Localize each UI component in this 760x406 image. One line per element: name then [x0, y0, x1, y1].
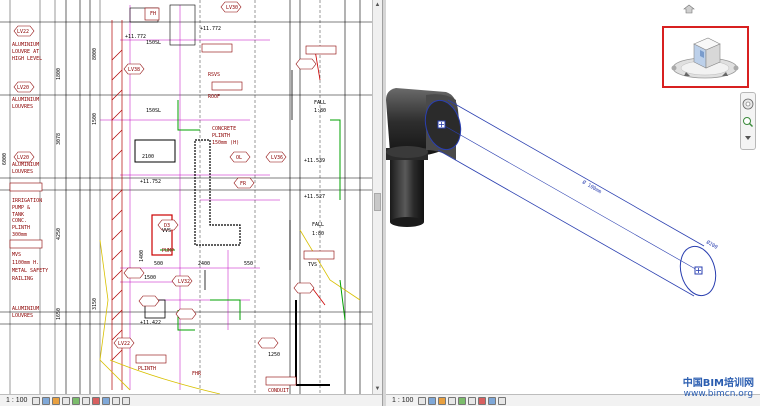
3d-view-control-bar: 1 : 100	[386, 394, 760, 406]
sun-path-icon[interactable]	[52, 396, 61, 405]
scroll-down-arrow[interactable]: ▼	[374, 386, 381, 392]
navigation-bar	[740, 92, 756, 150]
watermark: 中国BIM培训网 www.bimcn.org	[683, 378, 754, 400]
visual-style-icon[interactable]	[42, 396, 51, 405]
svg-text:1650: 1650	[56, 308, 62, 320]
scroll-up-arrow[interactable]: ▲	[374, 2, 381, 8]
steering-wheel-icon[interactable]	[742, 97, 754, 111]
svg-text:1400: 1400	[139, 250, 145, 262]
pipe-diameter-label: Ø200	[705, 239, 719, 251]
temporary-hide-icon[interactable]	[92, 396, 101, 405]
reveal-hidden-icon-3d[interactable]	[488, 396, 497, 405]
svg-text:6000: 6000	[2, 153, 8, 165]
show-crop-region-icon[interactable]	[82, 396, 91, 405]
highlight-displacement-icon[interactable]	[122, 396, 131, 405]
reveal-hidden-icon[interactable]	[102, 396, 111, 405]
3d-view-canvas[interactable]: Ø 100mm Ø200	[386, 0, 760, 394]
svg-text:3150: 3150	[92, 298, 98, 310]
svg-text:4250: 4250	[56, 228, 62, 240]
view-splitter[interactable]	[382, 0, 386, 406]
svg-text:1800: 1800	[56, 68, 62, 80]
sun-path-icon-3d[interactable]	[438, 396, 447, 405]
nav-dropdown-icon[interactable]	[742, 131, 754, 145]
shadows-icon-3d[interactable]	[448, 396, 457, 405]
lock-3d-view-icon[interactable]	[498, 396, 507, 405]
watermark-title: 中国BIM培训网	[682, 378, 754, 389]
svg-text:1500: 1500	[92, 113, 98, 125]
visual-style-icon-3d[interactable]	[428, 396, 437, 405]
scrollbar-thumb[interactable]	[374, 193, 381, 211]
plan-view-control-bar: 1 : 100	[0, 394, 382, 406]
view-scale-3d[interactable]: 1 : 100	[392, 397, 414, 404]
detail-level-icon-3d[interactable]	[418, 396, 427, 405]
cad-drawing: 1800 3078 4250 1650 6000 8000 1500 3150 …	[0, 0, 372, 394]
pipe-3d-model: Ø 100mm Ø200	[386, 88, 719, 297]
temporary-hide-icon-3d[interactable]	[478, 396, 487, 405]
pipe-length-label: Ø 100mm	[581, 179, 603, 196]
detail-level-icon[interactable]	[32, 396, 41, 405]
svg-text:3078: 3078	[56, 133, 62, 145]
viewcube-icon[interactable]	[664, 28, 747, 86]
crop-view-icon[interactable]	[72, 396, 81, 405]
plan-view-canvas[interactable]: 1800 3078 4250 1650 6000 8000 1500 3150 …	[0, 0, 372, 394]
svg-text:8000: 8000	[92, 48, 98, 60]
zoom-region-icon[interactable]	[742, 115, 754, 129]
analytical-model-icon[interactable]	[112, 396, 121, 405]
shadows-icon[interactable]	[62, 396, 71, 405]
watermark-url: www.bimcn.org	[683, 389, 754, 399]
render-icon-3d[interactable]	[458, 396, 467, 405]
plan-view-vertical-scrollbar[interactable]: ▲ ▼	[372, 0, 382, 394]
viewcube-highlight	[662, 26, 749, 88]
view-scale[interactable]: 1 : 100	[6, 397, 28, 404]
crop-view-icon-3d[interactable]	[468, 396, 477, 405]
home-icon[interactable]	[683, 4, 695, 14]
